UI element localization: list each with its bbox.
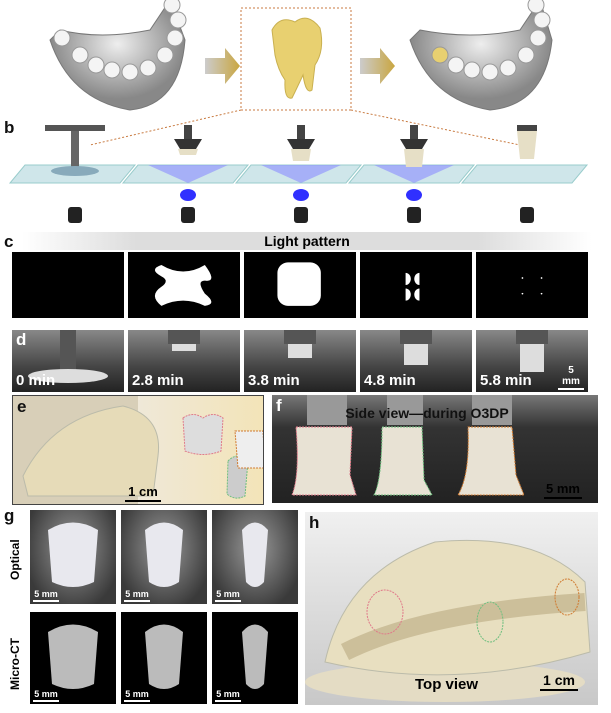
panel-label: e <box>17 397 27 416</box>
optical-image: 5 mm <box>212 510 298 604</box>
panel-h-top-view: h Top view 1 cm <box>305 512 598 705</box>
scale-label: 5 mm <box>216 689 240 699</box>
scale-bar: 5 mm <box>558 365 584 390</box>
panel-f-side-view: f Side view—during O3DP 5 mm <box>272 395 598 503</box>
tooth-icon <box>271 17 323 99</box>
print-progress-frame: 2.8 min <box>128 330 240 392</box>
print-progress-frame: 5.8 min 5 mm <box>476 330 588 392</box>
panel-label: b <box>4 118 15 137</box>
scale-bar: 5 mm <box>124 589 150 602</box>
scale-bar: 5 mm <box>33 689 59 702</box>
micro-ct-image: 5 mm <box>30 612 116 704</box>
panel-label: h <box>309 513 320 532</box>
panel-label: c <box>4 232 14 251</box>
light-pattern-header: Light pattern <box>22 232 592 250</box>
micro-ct-image: 5 mm <box>212 612 298 704</box>
light-pattern-panel <box>128 252 240 318</box>
time-label: 2.8 min <box>132 372 184 389</box>
printing-step <box>460 125 589 223</box>
printing-step <box>121 125 250 223</box>
time-label: 0 min <box>16 372 56 389</box>
optical-image: 5 mm <box>121 510 207 604</box>
print-progress-frame: 3.8 min <box>244 330 356 392</box>
time-label: 3.8 min <box>248 372 300 389</box>
panel-e-printed-teeth: e 1 cm <box>12 395 264 505</box>
scale-bar: 5 mm <box>33 589 59 602</box>
scale-label: 5 mm <box>546 481 580 496</box>
scale-bar: 1 cm <box>540 672 578 691</box>
row-label-micro-ct: Micro-CT <box>8 638 22 690</box>
scale-label: 1 cm <box>128 484 158 499</box>
printing-step <box>347 125 476 223</box>
panel-label: f <box>276 396 282 415</box>
time-label: 5.8 min <box>480 372 532 389</box>
scale-label: 5 mm <box>125 689 149 699</box>
time-label: 4.8 min <box>364 372 416 389</box>
side-view-title: Side view—during O3DP <box>345 405 509 421</box>
scale-label: 5 mm <box>34 589 58 599</box>
arrow-icon <box>360 48 395 84</box>
light-pattern-panel <box>244 252 356 318</box>
print-progress-frame: d 0 min <box>12 330 124 392</box>
row-label-optical: Optical <box>8 539 22 580</box>
top-view-caption: Top view <box>415 676 479 693</box>
scale-label: 5 mm <box>216 589 240 599</box>
scale-bar: 5 mm <box>215 589 241 602</box>
scale-label: 1 cm <box>543 672 575 688</box>
light-pattern-panel <box>360 252 472 318</box>
print-progress-frame: 4.8 min <box>360 330 472 392</box>
scale-bar: 1 cm <box>125 484 161 502</box>
scale-label: 5 mm <box>125 589 149 599</box>
panel-label: g <box>4 506 15 525</box>
jaw-right <box>409 0 553 111</box>
jaw-left <box>49 0 187 111</box>
scale-bar: 5 mm <box>124 689 150 702</box>
scale-bar: 5 mm <box>544 481 582 499</box>
scale-bar: 5 mm <box>215 689 241 702</box>
panel-label: d <box>16 330 27 349</box>
arrow-icon <box>205 48 240 84</box>
printing-step <box>234 125 363 223</box>
scale-label: 5 mm <box>34 689 58 699</box>
scale-label: 5 mm <box>562 365 580 387</box>
micro-ct-image: 5 mm <box>121 612 207 704</box>
printing-step <box>8 125 137 223</box>
panel-b-printing-steps <box>8 125 589 223</box>
panel-a-illustration <box>49 0 553 146</box>
optical-image: 5 mm <box>30 510 116 604</box>
light-pattern-panel <box>476 252 588 318</box>
light-pattern-panel <box>12 252 124 318</box>
